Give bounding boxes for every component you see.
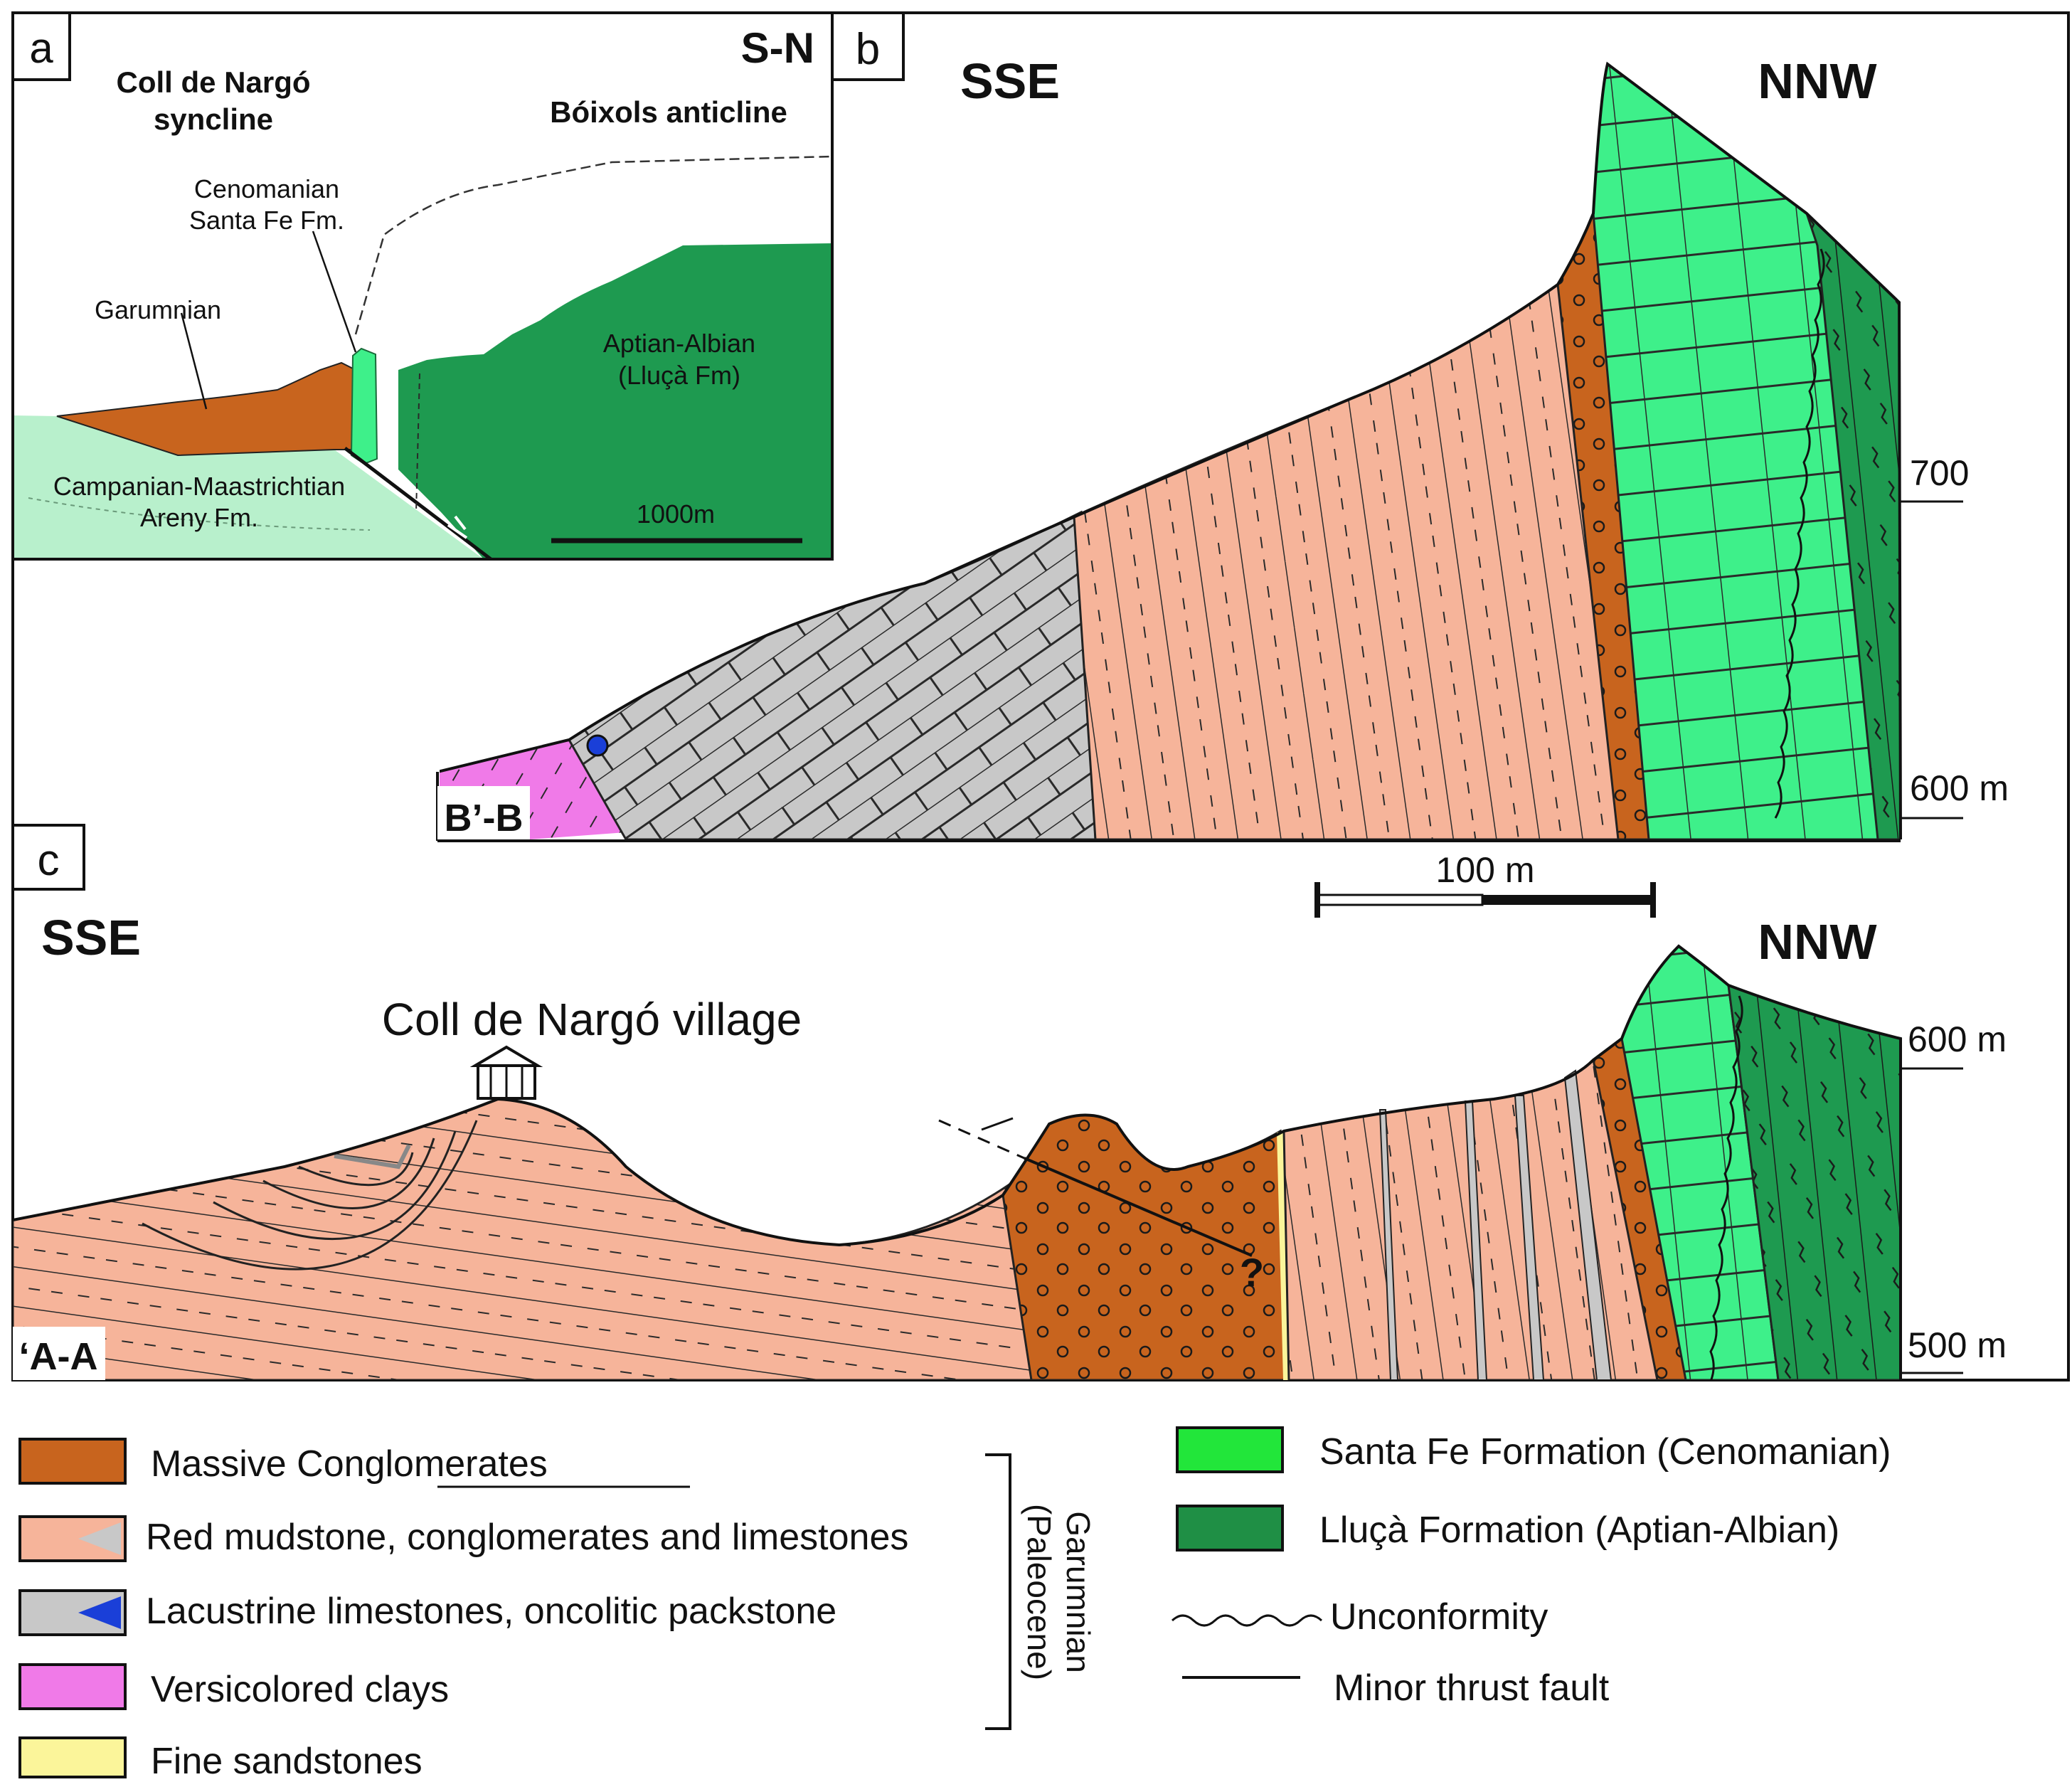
legend-label: Lluçà Formation (Aptian-Albian): [1319, 1510, 1839, 1551]
village-house-icon: [469, 1045, 543, 1100]
panel-a-orientation: S-N: [741, 24, 814, 72]
cenomanian-label-line2: Santa Fe Fm.: [189, 206, 344, 235]
panel-c-elev-500: 500 m: [1908, 1325, 2007, 1365]
anticline-label: Bóixols anticline: [550, 95, 787, 129]
b-topographic-profile: [440, 61, 1902, 839]
syncline-label-line2: syncline: [154, 102, 273, 136]
aptian-albian-body: [398, 243, 832, 559]
c-massive-conglomerate: [1002, 1114, 1289, 1380]
santa-fe-body: [350, 347, 378, 465]
legend-garumnian-bracket: Garumnian (Paleocene): [985, 1453, 1097, 1730]
b-lacustrine-limestone: [567, 510, 1097, 839]
garumnian-label: Garumnian: [95, 295, 221, 324]
legend-label: Unconformity: [1330, 1596, 1548, 1638]
legend-label: Lacustrine limestones, oncolitic packsto…: [146, 1591, 836, 1632]
legend-label: Fine sandstones: [151, 1741, 423, 1782]
aptian-label-line1: Aptian-Albian: [603, 329, 755, 358]
cenomanian-label-line1: Cenomanian: [194, 174, 339, 203]
panel-a: a S-N Coll de Nargó syncline Bóixols ant…: [11, 11, 834, 561]
legend-item-santa-fe: Santa Fe Formation (Cenomanian): [1176, 1426, 1891, 1473]
legend-item-red-mudstone: Red mudstone, conglomerates and limeston…: [18, 1515, 908, 1562]
eroded-profile-line: [354, 155, 832, 335]
legend-label: Versicolored clays: [151, 1669, 449, 1710]
scale-bar-100m: 100 m: [1314, 850, 1656, 918]
panel-b-elev-700: 700: [1910, 453, 1969, 493]
panel-b-nnw: NNW: [1758, 53, 1876, 109]
garumnian-bracket-line1: Garumnian: [1060, 1511, 1097, 1673]
syncline-label-line1: Coll de Nargó: [116, 65, 310, 99]
legend-item-fine-sandstones: Fine sandstones: [18, 1736, 423, 1782]
panel-b: b SSE NNW B’-B 700 600 m: [11, 11, 2070, 1381]
legend-item-unconformity: Unconformity: [1171, 1596, 1548, 1638]
c-uncertain-fault-mark: ?: [1240, 1250, 1264, 1295]
unconformity-symbol: [1171, 1614, 1323, 1627]
panel-a-letter: a: [29, 24, 53, 72]
legend-label: Massive Conglomerates: [151, 1443, 548, 1485]
panel-c: c SSE NNW Coll de Nargó village: [11, 824, 2007, 1380]
c-topographic-profile: [13, 944, 1902, 1380]
legend-item-thrust: Minor thrust fault: [1182, 1667, 1610, 1709]
panel-c-elev-600: 600 m: [1908, 1019, 2007, 1059]
village-label: Coll de Nargó village: [382, 994, 802, 1045]
panel-b-elev-600: 600 m: [1910, 768, 2009, 808]
campanian-maastrichtian-body: [13, 415, 484, 559]
c-unconformity-line: [1709, 995, 1743, 1380]
campanian-label-line1: Campanian-Maastrichtian: [53, 472, 345, 501]
panel-b-letter: b: [856, 25, 880, 74]
legend-label: Red mudstone, conglomerates and limeston…: [146, 1517, 908, 1558]
legend-label: Santa Fe Formation (Cenomanian): [1319, 1431, 1891, 1473]
legend-item-lacustrine: Lacustrine limestones, oncolitic packsto…: [18, 1589, 836, 1636]
legend: Massive Conglomerates Red mudstone, cong…: [18, 1426, 1891, 1782]
panel-b-section-label: B’-B: [445, 797, 524, 839]
b-oncolite-marker: [586, 734, 609, 757]
aptian-label-line2: (Lluçà Fm): [618, 361, 740, 390]
scale-bar-label: 100 m: [1436, 850, 1535, 890]
panel-c-letter: c: [38, 836, 60, 885]
legend-item-lluca: Lluçà Formation (Aptian-Albian): [1176, 1505, 1839, 1552]
panel-c-sse: SSE: [41, 910, 141, 965]
b-red-mudstone: [1073, 280, 1652, 839]
campanian-label-line2: Areny Fm.: [140, 503, 258, 532]
c-minor-thrust-fault: [1024, 1157, 1253, 1257]
legend-label: Minor thrust fault: [1334, 1667, 1610, 1709]
b-unconformity-line: [1774, 248, 1825, 819]
panel-c-section-label: ‘A-A: [19, 1335, 98, 1378]
panel-b-sse: SSE: [960, 53, 1060, 109]
legend-item-massive-conglomerates: Massive Conglomerates: [18, 1438, 690, 1488]
panel-a-scale-label: 1000m: [637, 499, 715, 529]
panel-c-nnw: NNW: [1758, 914, 1876, 970]
garumnian-bracket-line2: (Paleocene): [1021, 1504, 1058, 1680]
legend-item-versicolored: Versicolored clays: [18, 1663, 449, 1710]
